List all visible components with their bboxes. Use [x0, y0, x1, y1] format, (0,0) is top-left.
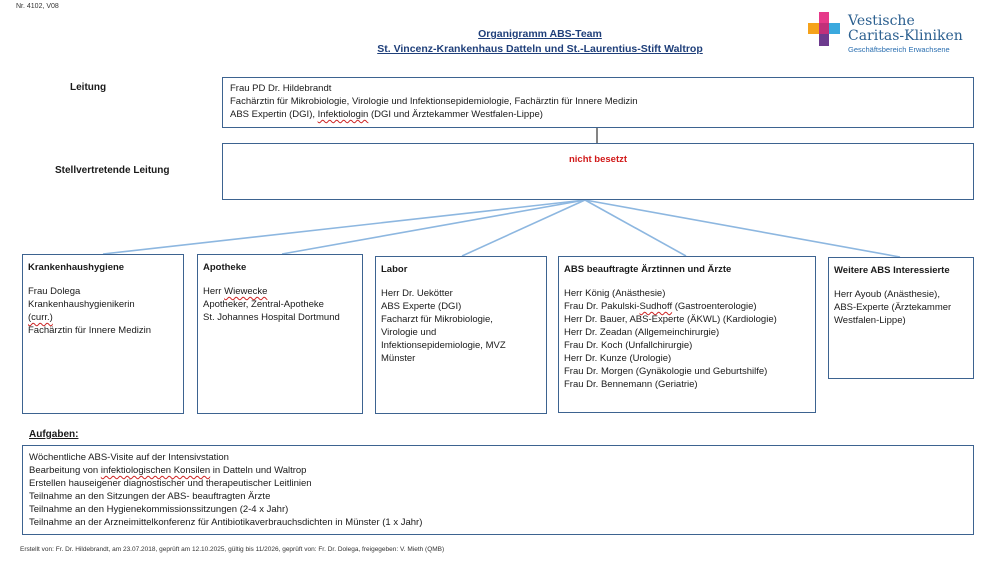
unit-line: Herr Dr. Zeadan (Allgemeinchirurgie)	[564, 327, 720, 338]
logo-name-line-1: Vestische	[848, 13, 915, 29]
unit-line: Herr König (Anästhesie)	[564, 288, 666, 299]
unit-line: St. Johannes Hospital Dortmund	[203, 312, 340, 323]
label-stellvertretende-leitung: Stellvertretende Leitung	[55, 165, 170, 176]
connector-hygiene	[102, 199, 586, 255]
unit-line: Herr Dr. Uekötter	[381, 288, 453, 299]
connector-labor	[461, 199, 586, 257]
tasks-heading: Aufgaben:	[29, 429, 79, 440]
lead-expertise-a: ABS Expertin (DGI),	[230, 109, 318, 120]
connector-abs-aerzte	[584, 199, 687, 257]
unit-line: ABS-Experte (Ärztekammer	[834, 302, 952, 313]
page-title: Organigramm ABS-Team St. Vincenz-Kranken…	[300, 27, 780, 57]
connector-weitere	[584, 199, 901, 258]
task-item: Teilnahme an den Hygienekommissionssitzu…	[29, 504, 289, 515]
task-item: Wöchentliche ABS-Visite auf der Intensiv…	[29, 452, 229, 463]
lead-qualification: Fachärztin für Mikrobiologie, Virologie …	[230, 96, 638, 107]
lead-box: Frau PD Dr. Hildebrandt Fachärztin für M…	[222, 77, 974, 128]
unit-line: Frau Dolega	[28, 286, 81, 297]
unit-weitere-interessierte: Weitere ABS Interessierte Herr Ayoub (An…	[828, 257, 974, 379]
unit-labor: Labor Herr Dr. Uekötter ABS Experte (DGI…	[375, 256, 547, 414]
unit-line: Facharzt für Mikrobiologie,	[381, 314, 493, 325]
title-line-1: Organigramm ABS-Team	[478, 28, 602, 40]
unit-title: Labor	[381, 264, 408, 275]
unit-line: ABS Experte (DGI)	[381, 301, 462, 312]
unit-line: Apotheker, Zentral-Apotheke	[203, 299, 324, 310]
unit-line: Virologie und	[381, 327, 437, 338]
unit-line: Westfalen-Lippe)	[834, 315, 906, 326]
task-item: Bearbeitung von infektiologischen Konsil…	[29, 465, 307, 476]
footer-note: Erstellt von: Fr. Dr. Hildebrandt, am 23…	[20, 546, 445, 553]
caritas-cross-icon	[808, 12, 840, 46]
tasks-box: Wöchentliche ABS-Visite auf der Intensiv…	[22, 445, 974, 535]
label-leitung: Leitung	[70, 82, 107, 93]
connector-apotheke	[281, 199, 586, 255]
unit-title: ABS beauftragte Ärztinnen und Ärzte	[564, 264, 732, 275]
deputy-status: nicht besetzt	[568, 154, 628, 165]
unit-line: Frau Dr. Morgen (Gynäkologie und Geburts…	[564, 366, 768, 377]
unit-line: Fachärztin für Innere Medizin	[28, 325, 152, 336]
title-line-2: St. Vincenz-Krankenhaus Datteln und St.-…	[377, 43, 703, 55]
unit-line: Herr Dr. Kunze (Urologie)	[564, 353, 672, 364]
unit-line: Frau Dr. Koch (Unfallchirurgie)	[564, 340, 693, 351]
unit-line: Infektionsepidemiologie, MVZ	[381, 340, 506, 351]
task-item: Erstellen hauseigener diagnostischer und…	[29, 478, 312, 489]
lead-expertise-b: Infektiologin	[317, 109, 369, 120]
unit-title: Weitere ABS Interessierte	[834, 265, 950, 276]
logo-name-line-2: Caritas-Kliniken	[848, 28, 963, 44]
lead-name: Frau PD Dr. Hildebrandt	[230, 83, 332, 94]
document-number: Nr. 4102, V08	[16, 3, 59, 10]
unit-line: Herr Ayoub (Anästhesie),	[834, 289, 940, 300]
unit-line: Frau Dr. Bennemann (Geriatrie)	[564, 379, 698, 390]
unit-line: Münster	[381, 353, 416, 364]
logo: Vestische Caritas-Kliniken Geschäftsbere…	[808, 12, 993, 58]
task-item: Teilnahme an der Arzneimittelkonferenz f…	[29, 517, 423, 528]
lead-expertise-c: (DGI und Ärztekammer Westfalen-Lippe)	[368, 109, 543, 120]
unit-line: Krankenhaushygienikerin	[28, 299, 135, 310]
unit-abs-beauftragte: ABS beauftragte Ärztinnen und Ärzte Herr…	[558, 256, 816, 413]
unit-line: Frau Dr. Pakulski-Sudhoff (Gastroenterol…	[564, 301, 757, 312]
unit-krankenhaushygiene: Krankenhaushygiene Frau Dolega Krankenha…	[22, 254, 184, 414]
unit-title: Apotheke	[203, 262, 247, 273]
unit-line: Herr Wiewecke	[203, 286, 268, 297]
lead-expertise: ABS Expertin (DGI), Infektiologin (DGI u…	[230, 108, 966, 121]
task-item: Teilnahme an den Sitzungen der ABS- beau…	[29, 491, 271, 502]
unit-line: (curr.)	[28, 312, 53, 323]
unit-title: Krankenhaushygiene	[28, 262, 125, 273]
unit-apotheke: Apotheke Herr Wiewecke Apotheker, Zentra…	[197, 254, 363, 414]
deputy-box: nicht besetzt	[222, 143, 974, 200]
logo-subtitle: Geschäftsbereich Erwachsene	[848, 45, 950, 54]
unit-line: Herr Dr. Bauer, ABS-Experte (ÄKWL) (Kard…	[564, 314, 777, 325]
